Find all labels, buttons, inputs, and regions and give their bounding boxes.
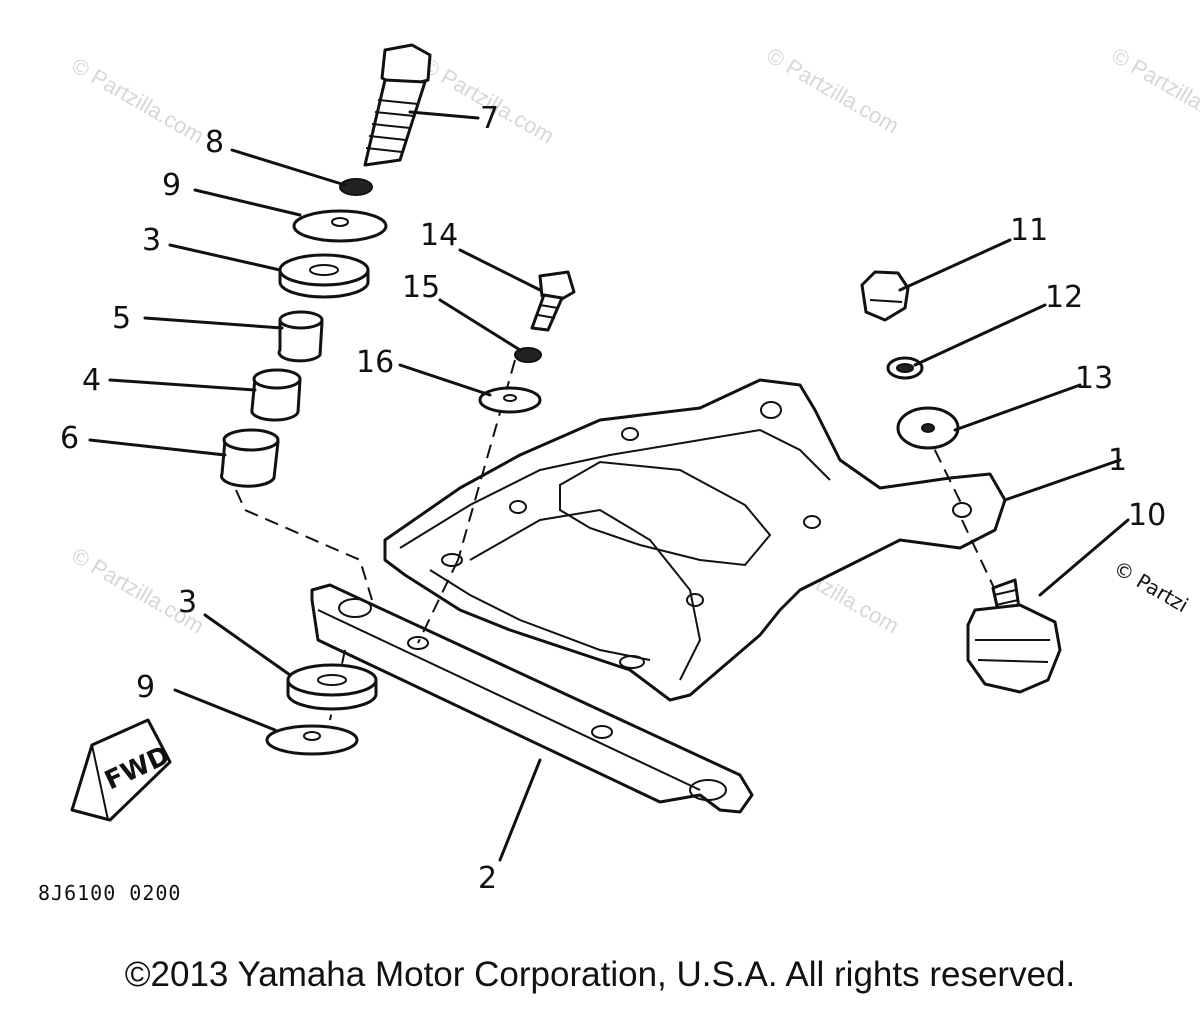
mount-stack-bottom	[265, 663, 378, 756]
callout-11: 11	[1010, 213, 1048, 248]
watermark: © Partzilla.com	[763, 43, 904, 139]
damper-part-10	[966, 578, 1062, 694]
callout-13: 13	[1075, 361, 1113, 396]
washer-part-9-upper	[292, 209, 388, 243]
callout-3: 3	[142, 223, 161, 258]
watermark: © Partzilla.com	[68, 53, 209, 149]
lock-washer-part-8	[339, 178, 373, 196]
callout-2: 2	[478, 861, 497, 896]
watermark: © Partzilla.com	[1108, 43, 1200, 139]
mount-stack-left	[220, 178, 388, 488]
cushion-part-3-lower	[286, 663, 378, 711]
callout-4: 4	[82, 363, 101, 398]
leader-lines	[88, 110, 1130, 862]
callout-9: 9	[162, 168, 181, 203]
washer-part-9-lower	[265, 724, 359, 756]
washer-part-13	[896, 406, 960, 450]
watermark: © Partzi	[1110, 556, 1193, 618]
callout-15: 15	[402, 270, 440, 305]
callout-8: 8	[205, 125, 224, 160]
drawing-code: 8J6100 0200	[38, 881, 181, 905]
callout-3-lower: 3	[178, 585, 197, 620]
rail-part-2	[310, 583, 754, 814]
nut-part-11	[860, 270, 910, 322]
copyright-notice: ©2013 Yamaha Motor Corporation, U.S.A. A…	[124, 955, 1076, 994]
callout-9-lower: 9	[136, 670, 155, 705]
callout-16: 16	[356, 345, 394, 380]
collar-part-5	[277, 310, 324, 363]
callout-12: 12	[1045, 280, 1083, 315]
callout-numbers: 7 8 9 3 5 4 6 14 15 16 11 12 13 1 10 3 9…	[60, 101, 1166, 896]
lock-washer-part-15	[514, 347, 542, 363]
callout-1: 1	[1108, 443, 1127, 478]
washer-part-16	[478, 386, 542, 414]
bolt-part-7	[363, 43, 432, 167]
washer-part-12	[886, 356, 924, 380]
callout-7: 7	[480, 101, 499, 136]
collar-part-6-lower	[220, 428, 280, 488]
fwd-arrow-marker: FWD	[70, 718, 175, 822]
bracket-part-1	[383, 378, 1007, 702]
spacer-part-4	[250, 368, 302, 422]
callout-14: 14	[420, 218, 458, 253]
cushion-part-3-upper	[278, 253, 370, 299]
callout-6: 6	[60, 421, 79, 456]
callout-5: 5	[112, 301, 131, 336]
callout-10: 10	[1128, 498, 1166, 533]
bolt-part-14	[530, 270, 576, 332]
